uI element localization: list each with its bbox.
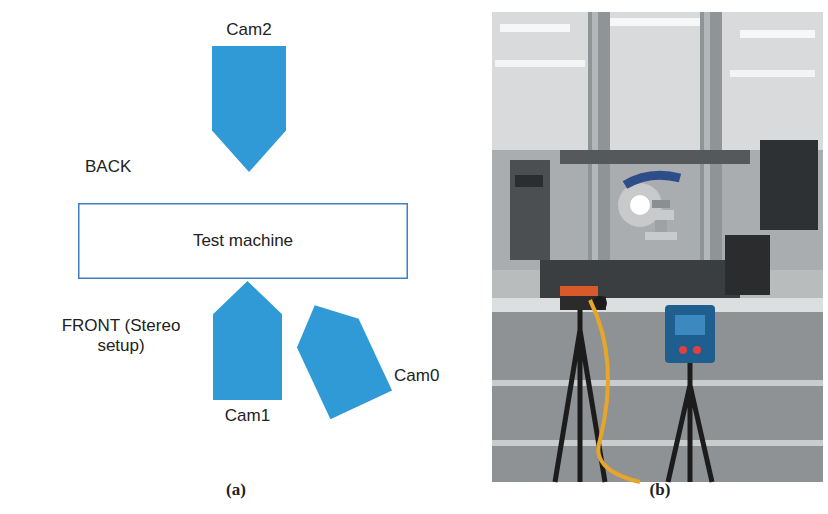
camera-symbol: Cam1: [213, 281, 282, 400]
panel-label: (a): [216, 480, 256, 500]
node-outline: [213, 281, 282, 400]
node-outline: [212, 46, 286, 172]
camera-name: Cam1: [225, 406, 270, 426]
camera-name: Cam0: [394, 366, 439, 386]
panel-label: (b): [640, 480, 680, 500]
node-outline: [284, 291, 392, 419]
side-label: FRONT (Stereo setup): [56, 316, 186, 356]
box-label: Test machine: [193, 231, 293, 251]
machine-box: Test machine: [78, 203, 408, 279]
camera-name: Cam2: [226, 20, 271, 40]
side-label: BACK: [85, 157, 165, 177]
camera-symbol: Cam0: [304, 300, 372, 410]
camera-symbol: Cam2: [212, 46, 286, 172]
